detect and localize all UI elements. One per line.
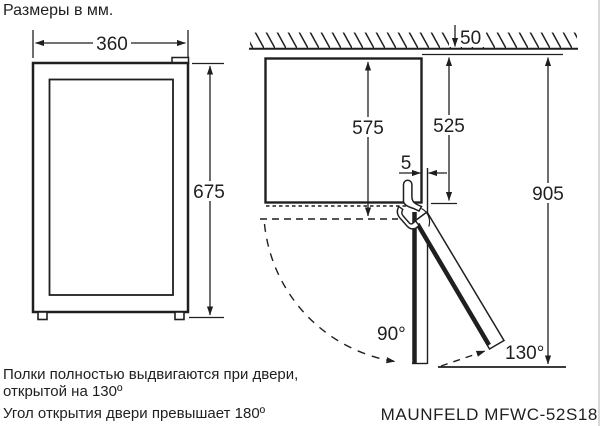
front-view: 360 675: [31, 30, 227, 321]
dim-height: 675: [189, 62, 227, 319]
door-handle-90: [402, 179, 423, 212]
front-height-label: 675: [193, 182, 225, 203]
door-handle-130: [396, 205, 420, 230]
dim-niche-depth: 525: [430, 57, 468, 205]
niche-depth-label: 525: [433, 116, 465, 137]
wall-gap-label: 50: [460, 28, 481, 49]
door-open-90: [412, 168, 429, 365]
door-swing-arc: [263, 223, 396, 364]
door-130-panel: [415, 222, 491, 347]
door-swing-arrow-130: [440, 350, 486, 367]
top-view: 50 575 525 905: [249, 24, 578, 368]
side-clearance-label: 5: [401, 153, 412, 174]
note-shelves-line1: Полки полностью выдвигаются при двери,: [3, 366, 299, 383]
note-shelves: Полки полностью выдвигаются при двери,от…: [3, 366, 298, 400]
dim-wall-gap: 50: [451, 25, 481, 49]
model-name: MAUNFELD MFWC-52S18: [380, 405, 598, 424]
wall-hatching: [250, 32, 577, 48]
dim-width: 360: [32, 30, 189, 58]
note-opening-angle: Угол открытия двери превышает 180º: [3, 405, 266, 422]
angle-90-label: 90°: [377, 324, 406, 345]
total-clearance-label: 905: [532, 184, 564, 205]
right-foot: [174, 311, 185, 321]
page-title: Размеры в мм.: [3, 2, 114, 19]
glass-door-frame: [48, 78, 174, 296]
depth-with-door-label: 575: [352, 118, 384, 139]
hinge-detail: [396, 179, 431, 230]
note-shelves-line2: открытой на 130º: [3, 383, 123, 400]
dim-side-clearance: 5: [399, 153, 447, 177]
hinge-arc: [421, 207, 431, 227]
dim-total-clearance: 905: [529, 57, 567, 365]
page-right-edge: [598, 0, 600, 426]
door-open-130: [414, 210, 506, 351]
front-width-label: 360: [96, 34, 128, 55]
cabinet-top-outline: [264, 57, 423, 204]
angle-130-label: 130°: [505, 343, 544, 364]
dim-depth-with-door: 575: [349, 61, 387, 217]
left-foot: [37, 311, 48, 321]
